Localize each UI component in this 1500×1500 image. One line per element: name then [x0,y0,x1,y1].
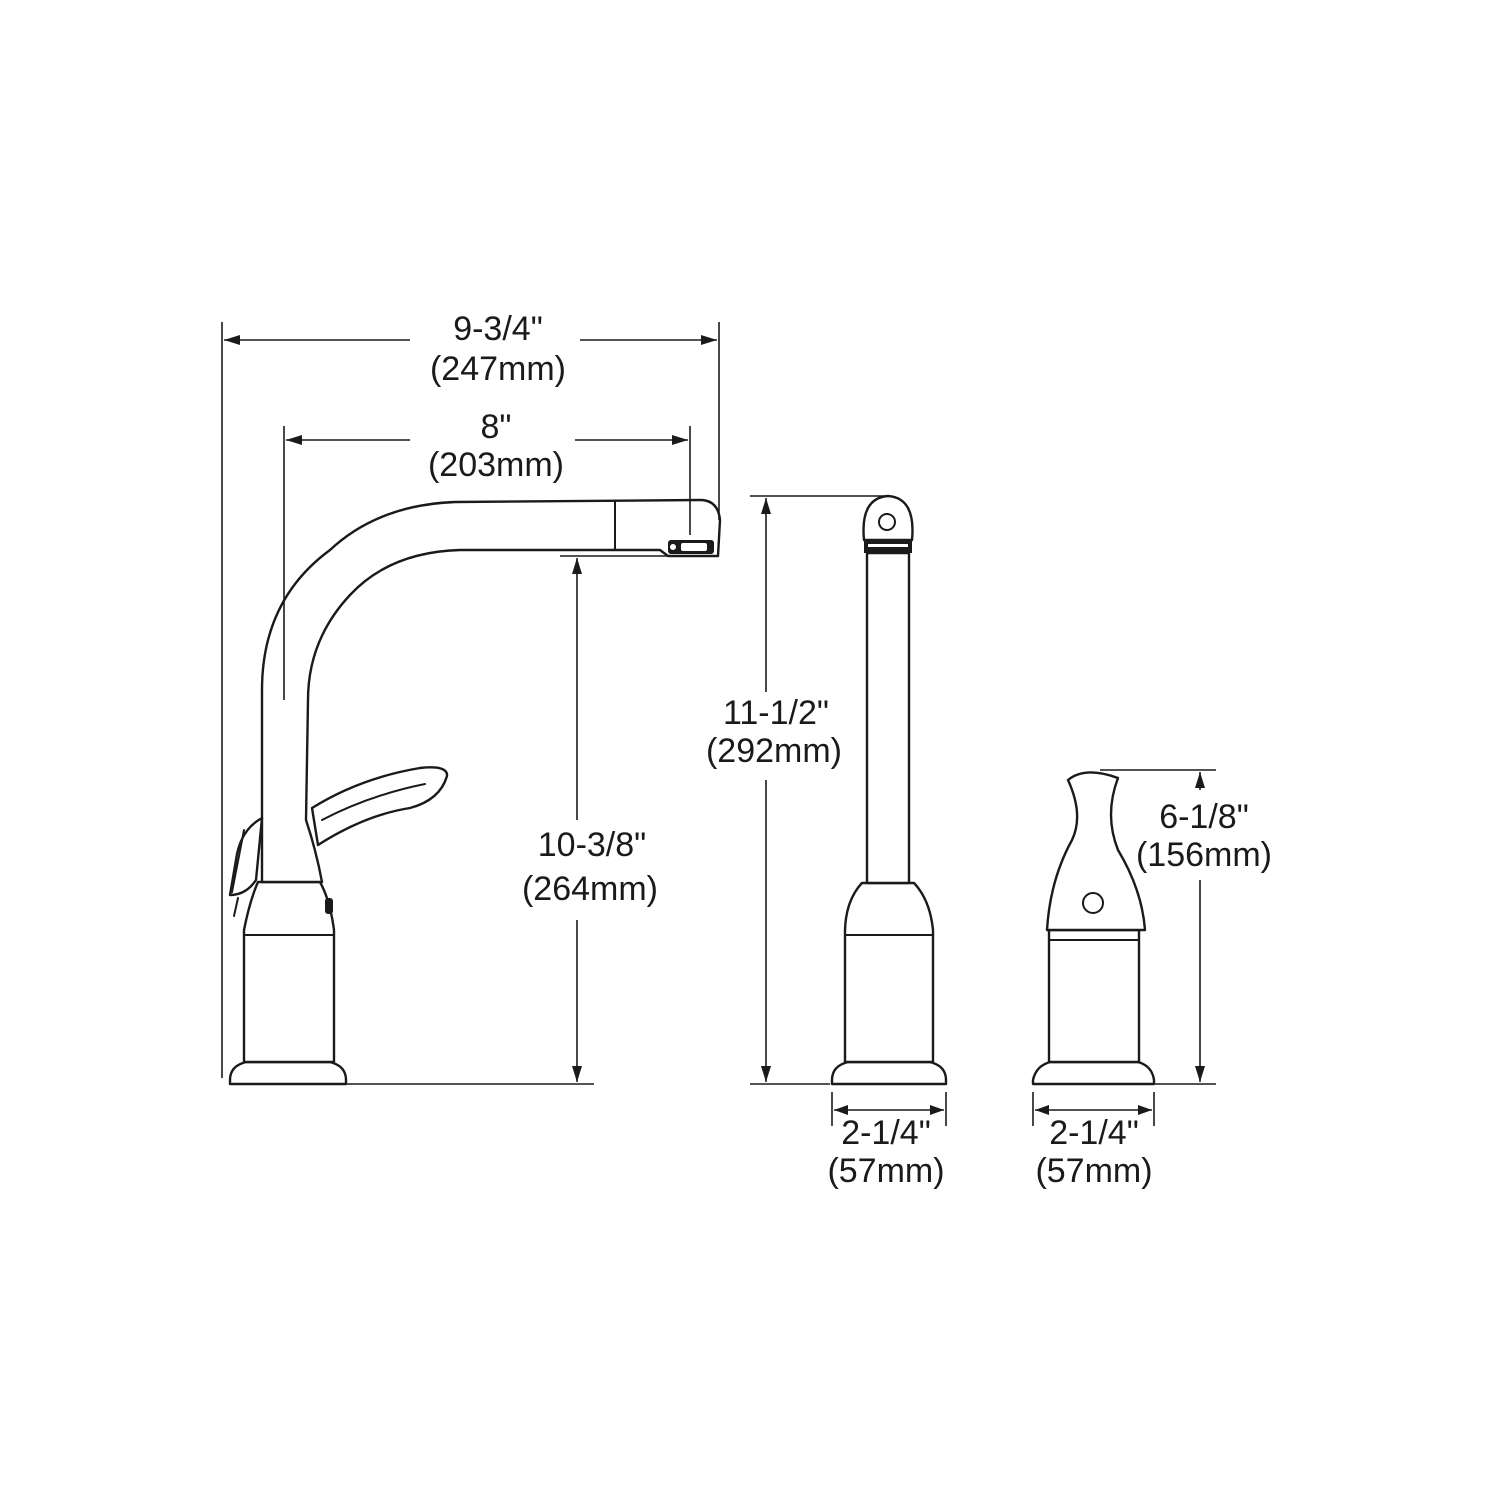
handle-height-metric: (156mm) [1136,836,1272,874]
handle-height-imperial: 6-1/8" [1159,798,1249,836]
handle-deck-plate [1031,1060,1156,1086]
faucet-side-lever [228,816,264,897]
handle-base-imperial: 2-1/4" [1049,1114,1139,1152]
faucet-body [228,498,722,1086]
spout-height-metric: (264mm) [522,870,658,908]
sprayer-base [843,881,935,1064]
faucet-base [242,880,336,1064]
sprayer-base-metric: (57mm) [827,1152,944,1190]
faucet-base-pin [325,898,333,914]
handle-body [1031,771,1156,1086]
sprayer-head [862,494,914,542]
sprayer-height-metric: (292mm) [706,732,842,770]
handle-base-metric: (57mm) [1035,1152,1152,1190]
spout-reach-imperial: 8" [481,408,512,446]
faucet-deck-plate [228,1060,348,1086]
dimension-lines [221,322,1216,1126]
spout-reach-metric: (203mm) [428,446,564,484]
dimension-labels: 9-3/4" (247mm) 8" (203mm) 10-3/8" (264mm… [428,310,1272,1190]
handle-screw [1082,892,1104,914]
sprayer-deck-plate [830,1060,948,1086]
spout-height-imperial: 10-3/8" [538,826,646,864]
sprayer-button [878,513,896,531]
faucet-lever [310,766,449,847]
overall-width-imperial: 9-3/4" [453,310,543,348]
overall-width-metric: (247mm) [430,350,566,388]
sprayer-body [830,494,948,1086]
handle-lever [1045,771,1147,932]
handle-base [1047,928,1141,1064]
sprayer-height-imperial: 11-1/2" [723,694,829,732]
sprayer-base-imperial: 2-1/4" [841,1114,931,1152]
sprayer-wand [865,551,911,885]
